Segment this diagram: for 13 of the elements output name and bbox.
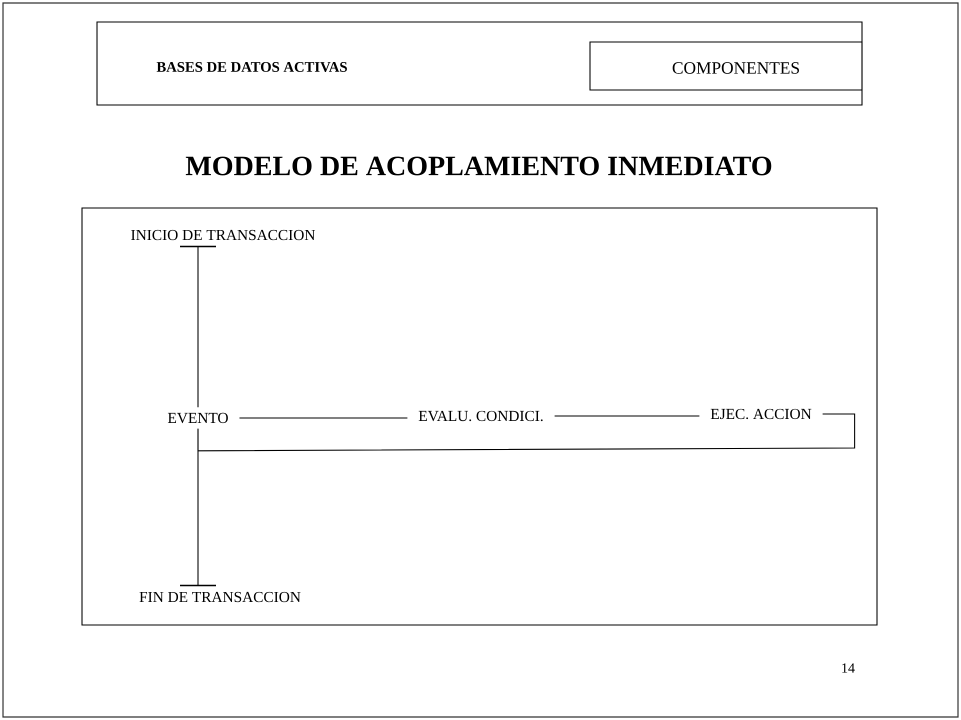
diagram-frame [81,207,878,626]
node-label: INICIO DE TRANSACCION [131,230,316,240]
page-number: 14 [842,663,855,673]
connector [180,246,216,408]
node-label: EJEC. ACCION [710,408,812,420]
node-label: EVALU. CONDICI. [418,410,543,422]
title: MODELO DE ACOPLAMIENTO INMEDIATO [186,156,772,176]
connector [554,415,700,417]
node-label: EVENTO [168,412,228,424]
node-label: FIN DE TRANSACCION [140,592,301,602]
connector [239,417,408,419]
section-box: COMPONENTES [589,41,863,91]
connector [197,413,856,452]
